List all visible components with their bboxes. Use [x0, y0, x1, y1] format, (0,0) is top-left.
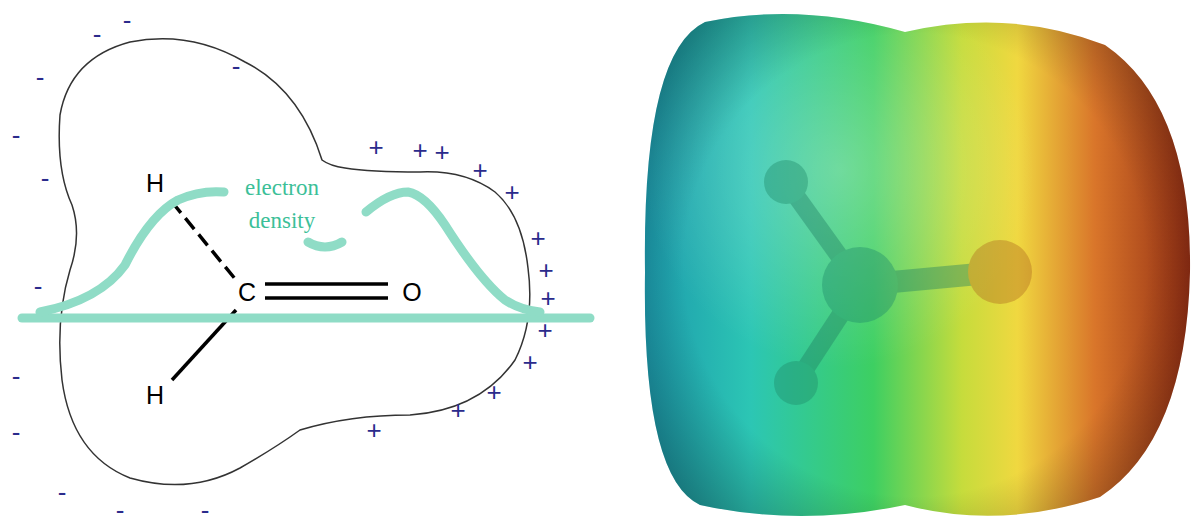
- charge-sign: -: [93, 21, 102, 47]
- charge-sign: +: [540, 285, 555, 311]
- charge-sign: +: [530, 225, 545, 251]
- charge-sign: -: [36, 64, 45, 90]
- charge-sign: -: [12, 419, 21, 445]
- charge-sign: -: [58, 479, 67, 505]
- charge-sign: +: [538, 257, 553, 283]
- charge-sign: +: [450, 397, 465, 423]
- atom-label: H: [146, 383, 164, 408]
- charge-sign: -: [12, 122, 21, 148]
- double-bond: [265, 282, 388, 286]
- charge-sign: -: [41, 165, 50, 191]
- charge-sign: -: [34, 273, 43, 299]
- annotation-label: electron density: [223, 171, 341, 238]
- charge-sign: +: [412, 137, 427, 163]
- charge-sign: +: [522, 349, 537, 375]
- esp-surface: [645, 14, 1190, 516]
- double-bond: [265, 296, 388, 300]
- single-bond: [172, 202, 236, 280]
- ball-and-stick-model: [764, 160, 1032, 405]
- charge-sign: +: [504, 179, 519, 205]
- charge-sign: -: [232, 53, 241, 79]
- charge-sign: -: [123, 7, 132, 33]
- charge-sign: +: [537, 317, 552, 343]
- charge-sign: -: [12, 363, 21, 389]
- charge-sign: -: [116, 497, 125, 523]
- charge-sign: +: [368, 134, 383, 160]
- charge-sign: +: [486, 379, 501, 405]
- charge-sign: -: [201, 497, 210, 523]
- atom-label: C: [238, 280, 256, 305]
- charge-sign: +: [434, 139, 449, 165]
- charge-sign: +: [366, 417, 381, 443]
- charge-sign: +: [472, 157, 487, 183]
- atom-label: H: [146, 171, 164, 196]
- atom-label: O: [402, 280, 421, 305]
